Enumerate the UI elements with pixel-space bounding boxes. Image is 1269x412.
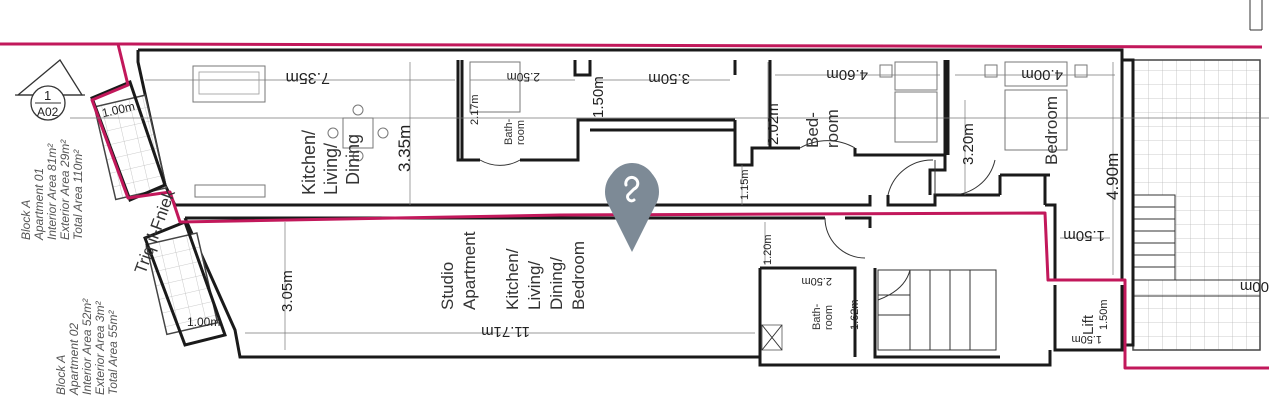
- dim-lift-a: 1.50m: [1098, 299, 1110, 330]
- room-bedroom-2: Bedroom: [1042, 96, 1061, 165]
- dim-bath-top-len: 2.50m: [507, 70, 540, 84]
- svg-text:Block A: Block A: [19, 200, 33, 240]
- apartment-01-info: Block A Apartment 01 Interior Area 81m² …: [19, 139, 85, 241]
- dim-kitchen-length: 7.35m: [286, 69, 330, 86]
- door-swing: [479, 159, 521, 166]
- dining-table: [327, 104, 389, 162]
- room-kitchen-top: Kitchen/ Living/ Dining: [299, 130, 363, 195]
- svg-text:room: room: [515, 120, 527, 145]
- dim-bed2-w: 3.20m: [960, 123, 977, 165]
- svg-text:Apartment 01: Apartment 01: [32, 168, 46, 241]
- section-number: 1: [44, 88, 51, 103]
- dim-bath-bot-w: 1.62m: [849, 299, 861, 330]
- bed-1: [894, 91, 938, 143]
- svg-text:Apartment: Apartment: [460, 231, 479, 310]
- section-sheet: A02: [37, 105, 59, 119]
- dim-corridor-w: 1.50m: [590, 76, 607, 118]
- dim-bed2-len: 4.00m: [1021, 66, 1063, 83]
- svg-text:Kitchen/: Kitchen/: [299, 130, 319, 195]
- svg-text:room: room: [823, 305, 835, 330]
- dim-corridor-gap: 1.15m: [739, 169, 751, 200]
- bathtub: [469, 61, 521, 113]
- svg-text:Bath-: Bath-: [811, 303, 823, 330]
- svg-text:Bedroom: Bedroom: [569, 241, 588, 310]
- svg-text:Interior Area 81m²: Interior Area 81m²: [45, 143, 59, 240]
- balcony-bottom: [145, 232, 219, 336]
- main-stair: [877, 269, 997, 351]
- svg-text:Exterior Area 29m²: Exterior Area 29m²: [58, 139, 72, 240]
- dim-right-edge: 00m: [1240, 278, 1269, 295]
- dim-landing: 1.50m: [1063, 227, 1105, 244]
- svg-text:Total Area 110m²: Total Area 110m²: [71, 149, 85, 240]
- svg-text:Bed-: Bed-: [803, 112, 822, 148]
- svg-text:Studio: Studio: [438, 262, 457, 310]
- terrace-stair: [1132, 194, 1176, 281]
- svg-text:Interior Area 52m²: Interior Area 52m²: [80, 298, 94, 395]
- dim-bath-top-w: 2.17m: [469, 94, 481, 125]
- sofa: [192, 65, 266, 103]
- dim-lift-b: 1.50m: [1071, 333, 1102, 345]
- room-bathroom-bottom: Bath- room: [811, 303, 835, 330]
- svg-text:room: room: [823, 109, 842, 148]
- svg-text:Exterior Area 3m²: Exterior Area 3m²: [93, 300, 107, 395]
- svg-text:Dining/: Dining/: [547, 257, 566, 310]
- room-studio-title: Studio Apartment: [438, 231, 479, 310]
- dim-bed1-w: 2.02m: [765, 103, 782, 145]
- svg-text:Kitchen/: Kitchen/: [503, 248, 522, 310]
- svg-text:Dining: Dining: [343, 134, 363, 185]
- location-pin-icon[interactable]: [605, 163, 659, 252]
- dim-studio-len: 11.71m: [481, 323, 530, 340]
- room-studio-use: Kitchen/ Living/ Dining/ Bedroom: [503, 241, 588, 310]
- section-marker: 1 A02: [15, 59, 85, 121]
- kitchen-counter: [194, 184, 266, 198]
- wardrobe: [894, 61, 938, 91]
- dim-studio-gap: 1.20m: [762, 234, 774, 265]
- room-bathroom-top: Bath- room: [503, 118, 527, 145]
- svg-text:Apartment 02: Apartment 02: [67, 323, 81, 396]
- svg-text:Bath-: Bath-: [503, 118, 515, 145]
- property-boundary: [0, 42, 1269, 370]
- dim-studio-w: 3.05m: [279, 270, 296, 312]
- svg-text:Living/: Living/: [321, 143, 341, 195]
- dim-kitchen-width: 3.35m: [395, 125, 414, 172]
- dim-terrace-len: 4.90m: [1103, 153, 1122, 200]
- balcony-top: 1.00m: [93, 94, 168, 201]
- apartment-02-info: Block A Apartment 02 Interior Area 52m² …: [54, 298, 120, 396]
- svg-text:Living/: Living/: [525, 261, 544, 310]
- bed-2: [1004, 89, 1068, 151]
- dim-corridor-len: 3.50m: [648, 70, 690, 87]
- room-lift: Lift: [1080, 314, 1097, 335]
- dim-balcony-bottom: 1.00m: [187, 315, 220, 329]
- dim-bath-bot-len: 2.50m: [801, 275, 832, 287]
- svg-text:Block A: Block A: [54, 355, 68, 395]
- dim-bed1-len: 4.60m: [826, 66, 868, 83]
- room-bedroom-1: Bed- room: [803, 109, 842, 148]
- wall-upper: [138, 48, 1135, 347]
- svg-text:Total Area 55m²: Total Area 55m²: [106, 310, 120, 395]
